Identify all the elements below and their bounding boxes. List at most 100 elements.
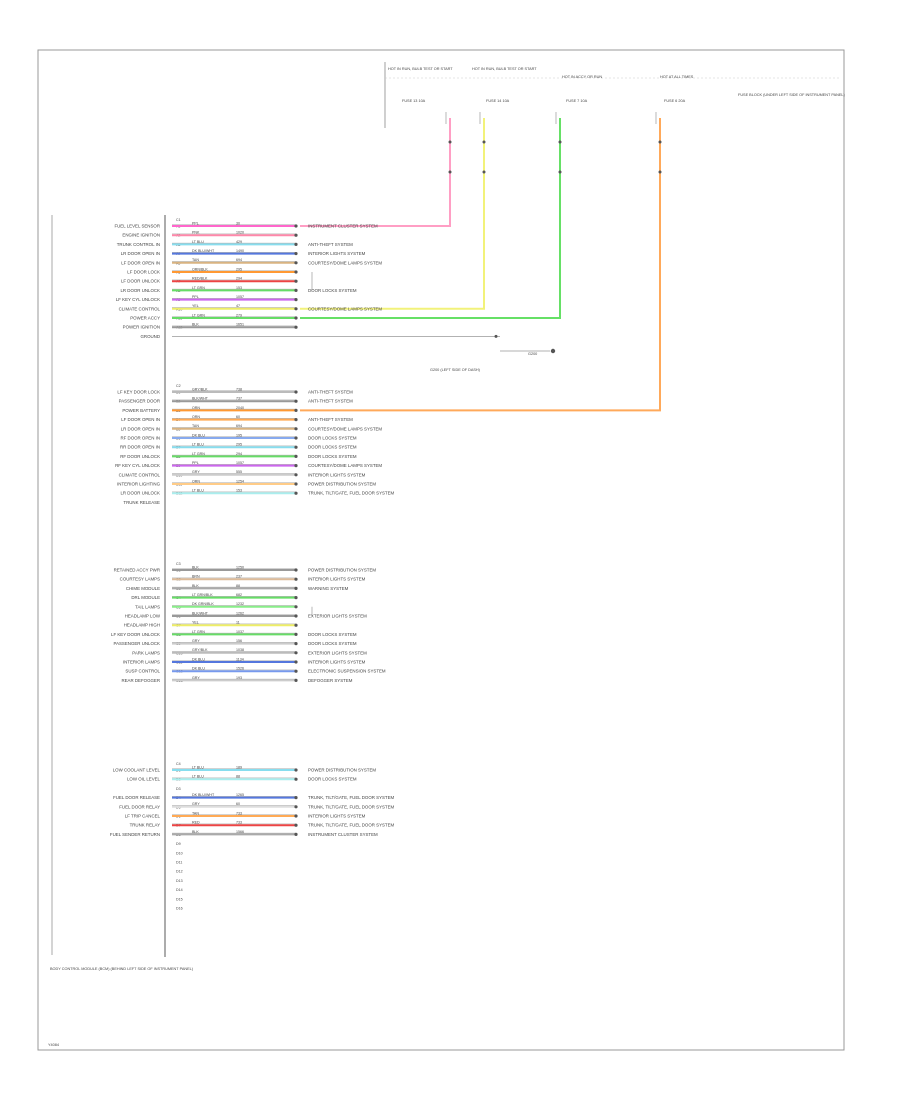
connector-pin <box>294 814 298 818</box>
connector-pin <box>294 224 298 228</box>
pin-function-label: CLIMATE CONTROL <box>119 306 161 311</box>
destination-system: DOOR LOCKS SYSTEM <box>308 445 357 450</box>
circuit-number: 295 <box>236 443 242 447</box>
wire-color-label: ORN/BLK <box>192 267 208 271</box>
destination-system: WARNING SYSTEM <box>308 586 349 591</box>
pin-function-label: RR DOOR OPEN IN <box>120 445 160 450</box>
circuit-number: 429 <box>236 240 242 244</box>
pin-function-label: ENGINE IGNITION <box>122 233 160 238</box>
fuse-feed-wires <box>172 112 662 616</box>
destination-system: ANTI-THEFT SYSTEM <box>308 399 353 404</box>
pin-function-label: PASSENGER UNLOCK <box>113 641 160 646</box>
connector-pin <box>294 605 298 609</box>
feed-connector <box>658 140 662 144</box>
ground: G200 G200 (LEFT SIDE OF DASH) <box>430 348 556 372</box>
wire-color-label: GRY/BLK <box>192 648 208 652</box>
connector-pin <box>294 298 298 302</box>
circuit-number: 1057 <box>236 461 244 465</box>
wire-color-label: ORN <box>192 415 200 419</box>
connector-pin <box>294 660 298 664</box>
pin-function-label: LF TRIP CANCEL <box>125 814 161 819</box>
circuit-number: 88 <box>236 775 240 779</box>
connector-pin <box>294 596 298 600</box>
wire-color-label: LT GRN <box>192 630 205 634</box>
wire-color-label: LT BLU <box>192 443 204 447</box>
feed-splice <box>658 170 662 174</box>
wire-color-label: LT BLU <box>192 765 204 769</box>
wire-color-label: RED <box>192 821 200 825</box>
destination-system: EXTERIOR LIGHTS SYSTEM <box>308 614 367 619</box>
destination-system: INSTRUMENT CLUSTER SYSTEM <box>308 224 378 229</box>
feed-wire <box>300 118 661 412</box>
feed-splice <box>558 170 562 174</box>
connector-pin <box>294 288 298 292</box>
wire-color-label: DK GRN/BLK <box>192 602 214 606</box>
pin-function-label: RF DOOR UNLOCK <box>120 454 160 459</box>
wire-color-label: DK BLU <box>192 657 205 661</box>
circuit-number: 733 <box>236 811 242 815</box>
pin-function-label: DRL MODULE <box>131 595 160 600</box>
destination-system: INTERIOR LIGHTS SYSTEM <box>308 251 366 256</box>
pin-function-label: FUEL LEVEL SENSOR <box>114 224 160 229</box>
circuit-number: 1038 <box>236 648 244 652</box>
connector-group-c3: RETAINED ACCY PWRC1BLK1250POWER DISTRIBU… <box>111 562 386 683</box>
destination-system: COURTESY/DOME LAMPS SYSTEM <box>308 260 382 265</box>
destination-system: ANTI-THEFT SYSTEM <box>308 390 353 395</box>
connector-pin <box>294 491 298 495</box>
top-source-1: HOT IN RUN, BULB TEST OR START FUSE 13 1… <box>388 67 453 103</box>
circuit-number: 60 <box>236 415 240 419</box>
circuit-number: 1250 <box>236 565 244 569</box>
fuse-block-label: FUSE BLOCK (UNDER LEFT SIDE OF INSTRUMEN… <box>738 93 845 97</box>
connector-pin <box>294 473 298 477</box>
wire-color-label: GRY/BLK <box>192 387 208 391</box>
pin-function-label: LF DOOR OPEN IN <box>121 417 160 422</box>
feed-connector <box>448 140 452 144</box>
connector-name: C4 <box>176 762 181 766</box>
destination-system: DEFOGGER SYSTEM <box>308 678 353 683</box>
wire-color-label: BLK/WHT <box>192 611 209 615</box>
connector-pin <box>294 390 298 394</box>
footer-code: Y4084 <box>48 1043 59 1047</box>
feed-connector <box>482 140 486 144</box>
circuit-number: 738 <box>236 387 242 391</box>
circuit-number: 1020 <box>236 231 244 235</box>
circuit-number: 1651 <box>236 323 244 327</box>
connector-pin <box>294 261 298 265</box>
unused-pin: D13 <box>176 879 183 883</box>
pin-function-label: RF DOOR OPEN IN <box>120 436 160 441</box>
feed-wire <box>300 118 451 227</box>
circuit-number: 682 <box>236 593 242 597</box>
pin-function-label: HEADLAMP LOW <box>125 614 161 619</box>
pin-function-label: LF KEY DOOR LOCK <box>117 390 160 395</box>
destination-system: INTERIOR LIGHTS SYSTEM <box>308 472 366 477</box>
feed-splice <box>448 170 452 174</box>
wire-color-label: PPL <box>192 295 199 299</box>
wire-color-label: BLK <box>192 565 199 569</box>
circuit-number: 237 <box>236 575 242 579</box>
circuit-number: 1262 <box>236 611 244 615</box>
destination-system: DOOR LOCKS SYSTEM <box>308 288 357 293</box>
connector-pin <box>294 642 298 646</box>
unused-pin: D16 <box>176 907 183 911</box>
circuit-number: 193 <box>236 676 242 680</box>
fuse-label: FUSE 6 20A <box>664 99 686 103</box>
destination-system: INTERIOR LIGHTS SYSTEM <box>308 814 366 819</box>
source-header: HOT IN ACCY OR RUN <box>562 75 602 79</box>
connector-pin <box>294 768 298 772</box>
destination-system: COURTESY/DOME LAMPS SYSTEM <box>308 306 382 311</box>
pin-function-label: CLIMATE CONTROL <box>119 472 161 477</box>
destination-system: INSTRUMENT CLUSTER SYSTEM <box>308 832 378 837</box>
pin-function-label: LOW OIL LEVEL <box>127 777 161 782</box>
pin-function-label: PASSENGER DOOR <box>119 399 160 404</box>
pin-function-label: LF KEY CYL UNLOCK <box>116 297 160 302</box>
pin-number: D3 <box>176 787 181 791</box>
connector-pin <box>294 445 298 449</box>
unused-pin: D15 <box>176 897 183 901</box>
connector-pin <box>294 436 298 440</box>
connector-pin <box>294 632 298 637</box>
destination-system: ELECTRONIC SUSPENSION SYSTEM <box>308 669 386 674</box>
wire-color-label: LT BLU <box>192 489 204 493</box>
source-header: HOT IN RUN, BULB TEST OR START <box>388 67 453 71</box>
